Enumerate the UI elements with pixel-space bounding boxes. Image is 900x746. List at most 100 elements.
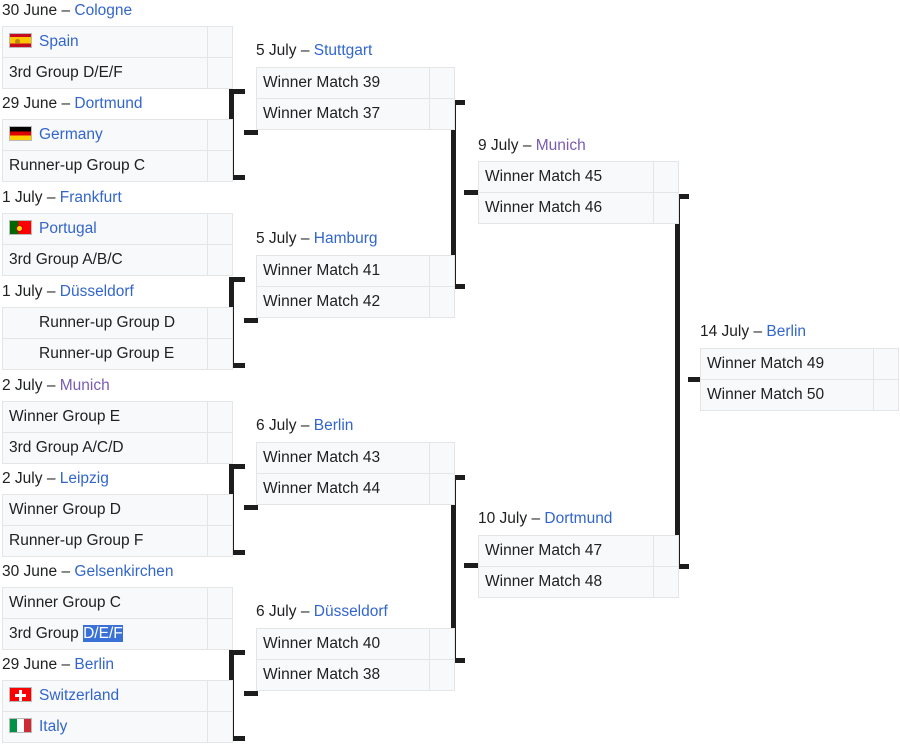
team-name-cell: Winner Match 40 [256, 628, 430, 660]
venue-link[interactable]: Gelsenkirchen [74, 563, 174, 580]
flag-germany-icon [9, 126, 32, 142]
bracket-connector [229, 363, 245, 368]
table-row: Winner Match 38 [256, 659, 455, 691]
match-date: 5 July [256, 230, 297, 247]
team-name-cell: Winner Match 47 [478, 535, 654, 567]
score-cell [207, 680, 233, 712]
bracket-connector [244, 318, 258, 323]
date-venue-separator: – [46, 377, 56, 394]
score-cell [207, 525, 233, 557]
table-row: Winner Match 45 [478, 161, 679, 193]
team-link[interactable]: Switzerland [39, 686, 120, 704]
team-name-cell: Winner Match 38 [256, 659, 430, 691]
team-name-text: 3rd Group [9, 624, 84, 642]
match-date-venue: 10 July – Dortmund [478, 509, 612, 529]
team-link[interactable]: Italy [39, 717, 68, 735]
match-date: 10 July [478, 510, 528, 527]
score-cell [207, 307, 233, 339]
team-link[interactable]: Germany [39, 125, 103, 143]
bracket-connector [675, 194, 689, 199]
score-cell [207, 150, 233, 182]
table-row: Runner-up Group C [2, 150, 233, 182]
venue-link[interactable]: Berlin [313, 417, 354, 434]
team-name-cell: Winner Match 44 [256, 473, 430, 505]
bracket-connector [229, 175, 245, 180]
table-row: Spain [2, 26, 233, 58]
date-venue-separator: – [46, 470, 56, 487]
team-name-text: Winner Match 43 [263, 448, 381, 466]
match-date-venue: 14 July – Berlin [700, 322, 806, 342]
bracket-connector [229, 277, 245, 282]
venue-link[interactable]: Düsseldorf [313, 603, 388, 620]
venue-link[interactable]: Munich [59, 377, 110, 394]
venue-link[interactable]: Munich [535, 137, 586, 154]
team-name-cell: Winner Match 37 [256, 98, 430, 130]
venue-link[interactable]: Cologne [74, 2, 133, 19]
venue-link[interactable]: Dortmund [544, 510, 613, 527]
score-cell [207, 711, 233, 743]
team-name-cell: Winner Match 42 [256, 286, 430, 318]
team-name-cell: Winner Match 50 [700, 379, 874, 411]
table-row: Winner Match 42 [256, 286, 455, 318]
table-row: Winner Match 40 [256, 628, 455, 660]
date-venue-separator: – [531, 510, 541, 527]
match-date-venue: 5 July – Stuttgart [256, 41, 372, 61]
table-row: Winner Group C [2, 587, 233, 619]
match-table: Winner Match 45 Winner Match 46 [478, 161, 679, 224]
score-cell [653, 566, 679, 598]
score-cell [207, 432, 233, 464]
team-name-text: Runner-up Group F [9, 531, 144, 549]
team-name-cell: Germany [2, 119, 208, 151]
team-name-text: Winner Match 42 [263, 292, 381, 310]
score-cell [873, 379, 899, 411]
venue-link[interactable]: Berlin [74, 656, 115, 673]
match-date-venue: 30 June – Cologne [2, 1, 132, 21]
team-name-cell: Portugal [2, 213, 208, 245]
bracket-connector [451, 100, 456, 289]
bracket-connector [229, 650, 245, 655]
match-date-venue: 29 June – Berlin [2, 655, 114, 675]
bracket-connector [464, 190, 480, 195]
bracket-connector [229, 550, 245, 555]
team-name-text: Winner Match 46 [485, 198, 603, 216]
score-cell [429, 659, 455, 691]
team-name-cell: Winner Match 39 [256, 67, 430, 99]
team-link[interactable]: Portugal [39, 219, 97, 237]
venue-link[interactable]: Leipzig [59, 470, 109, 487]
venue-link[interactable]: Hamburg [313, 230, 378, 247]
venue-link[interactable]: Berlin [766, 323, 807, 340]
venue-link[interactable]: Stuttgart [313, 42, 373, 59]
team-name-cell: Winner Match 45 [478, 161, 654, 193]
match-date: 2 July [2, 377, 43, 394]
venue-link[interactable]: Dortmund [74, 95, 143, 112]
score-cell [207, 401, 233, 433]
team-name-text: Runner-up Group D [39, 313, 176, 331]
team-name-text: Winner Match 47 [485, 541, 603, 559]
team-name-text: Winner Group C [9, 593, 121, 611]
venue-link[interactable]: Düsseldorf [59, 283, 134, 300]
team-name-cell: Winner Match 41 [256, 255, 430, 287]
table-row: 3rd Group D/E/F [2, 57, 233, 89]
team-name-cell: Winner Match 48 [478, 566, 654, 598]
team-name-cell: Runner-up Group E [2, 338, 208, 370]
bracket-connector [451, 284, 465, 289]
table-row: Winner Match 50 [700, 379, 899, 411]
table-row: 3rd Group A/B/C [2, 244, 233, 276]
venue-link[interactable]: Frankfurt [59, 189, 122, 206]
table-row: Winner Match 46 [478, 192, 679, 224]
team-name-cell: 3rd Group A/B/C [2, 244, 208, 276]
score-cell [207, 119, 233, 151]
team-link[interactable]: Spain [39, 32, 79, 50]
score-cell [207, 618, 233, 650]
match-date: 14 July [700, 323, 750, 340]
team-name-cell: 3rd Group A/C/D [2, 432, 208, 464]
match-date: 6 July [256, 603, 297, 620]
selected-text-highlight[interactable]: D/E/F [83, 624, 123, 642]
team-name-text: Winner Match 41 [263, 261, 381, 279]
table-row: Winner Match 49 [700, 348, 899, 380]
bracket-connector [675, 194, 680, 569]
match-table: Runner-up Group D Runner-up Group E [2, 307, 233, 370]
